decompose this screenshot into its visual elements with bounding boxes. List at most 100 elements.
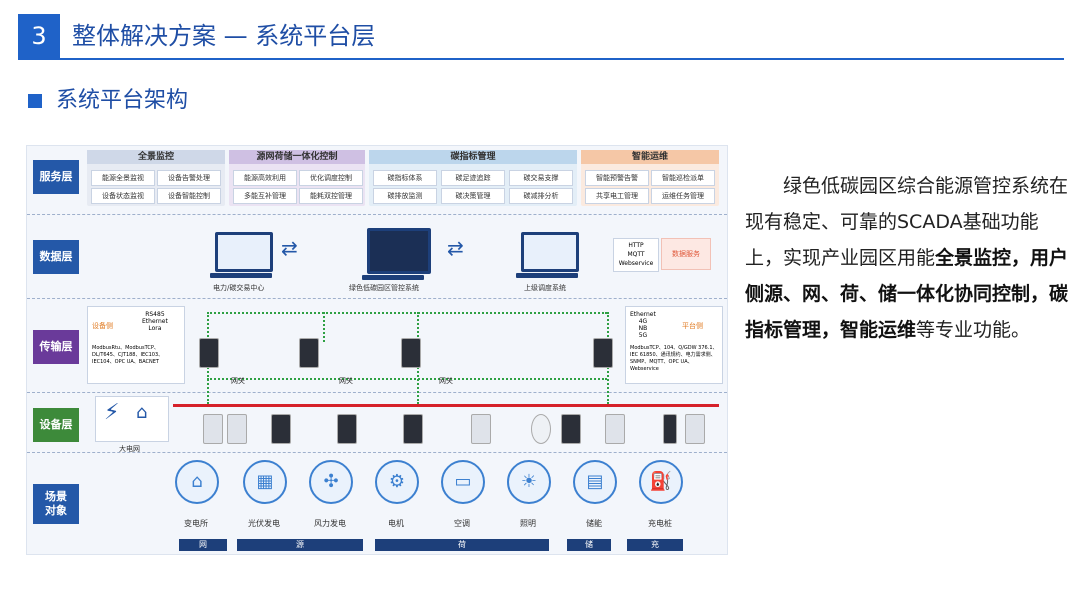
scene-label: 空调 xyxy=(454,519,470,528)
service-item: 运维任务管理 xyxy=(651,188,715,204)
computer-icon xyxy=(210,232,273,278)
service-item: 碳指标体系 xyxy=(373,170,437,186)
service-group-title: 全景监控 xyxy=(87,150,225,164)
protocol-label: Ethernet xyxy=(630,311,656,318)
protocol-label: MQTT xyxy=(627,251,645,258)
service-item: 优化调度控制 xyxy=(299,170,363,186)
service-item: 智能巡检派单 xyxy=(651,170,715,186)
meter-icon xyxy=(337,414,357,444)
double-arrow-icon: ⇄ xyxy=(281,236,298,260)
data-service-box: 数据服务 xyxy=(661,238,711,270)
platform-side-protocol-list: ModbusTCP、104、Q/GDW 376.1、IEC 61850、通讯规约… xyxy=(630,345,718,372)
service-item: 能耗双控管理 xyxy=(299,188,363,204)
power-tower-icon: ⚡ xyxy=(104,400,120,425)
service-item: 碳决策管理 xyxy=(441,188,505,204)
category-bar: 荷 xyxy=(375,539,549,551)
scene-label: 电机 xyxy=(388,519,404,528)
protocol-label: 5G xyxy=(638,332,648,339)
scene-label: 储能 xyxy=(586,519,602,528)
scene-label: 充电桩 xyxy=(648,519,672,528)
meter-icon xyxy=(403,414,423,444)
lightbulb-icon: ☀ xyxy=(507,460,551,504)
paragraph-bold-text: 全景监控，用户侧源、网、荷、储一体化协同控制，碳指标管理，智能运维 xyxy=(745,247,1069,341)
meter-icon xyxy=(605,414,625,444)
meter-icon xyxy=(203,414,223,444)
monitor-icon xyxy=(362,228,431,280)
service-item: 碳减排分析 xyxy=(509,188,573,204)
sensor-icon xyxy=(531,414,551,444)
gateway-label: 网关 xyxy=(231,377,245,385)
device-side-tag: 设备侧 xyxy=(92,322,113,330)
page-title: 整体解决方案 — 系统平台层 xyxy=(72,22,376,50)
service-item: 能源高效利用 xyxy=(233,170,297,186)
computer-icon xyxy=(516,232,579,278)
protocol-label: HTTP xyxy=(628,242,644,249)
device-side-protocol-list: ModbusRtu、ModbusTCP、DL/T645、CJT188、IEC10… xyxy=(92,345,164,365)
platform-side-protocols: Ethernet 4G NB 5G xyxy=(630,311,656,339)
device-side-protocols: RS485 Ethernet Lora xyxy=(142,311,168,332)
layer-label-scene: 场景 对象 xyxy=(33,484,79,524)
protocol-label: 4G xyxy=(638,318,648,325)
double-arrow-icon: ⇄ xyxy=(447,236,464,260)
wind-turbine-icon: ✣ xyxy=(309,460,353,504)
gateway-icon xyxy=(199,338,219,368)
solar-panel-icon: ▦ xyxy=(243,460,287,504)
battery-storage-icon: ▤ xyxy=(573,460,617,504)
service-item: 碳交易支撑 xyxy=(509,170,573,186)
service-group-carbon: 碳指标管理 碳指标体系 碳足迹追踪 碳交易支撑 碳排放监测 碳决策管理 碳减排分… xyxy=(369,150,577,206)
gateway-label: 网关 xyxy=(439,377,453,385)
protocol-label: Webservice xyxy=(618,260,654,267)
platform-side-protocol-box: Ethernet 4G NB 5G 平台侧 ModbusTCP、104、Q/GD… xyxy=(625,306,723,384)
layer-divider xyxy=(27,392,727,393)
charging-pile-icon: ⛽ xyxy=(639,460,683,504)
scene-label: 风力发电 xyxy=(314,519,346,528)
meter-icon xyxy=(271,414,291,444)
meter-icon xyxy=(685,414,705,444)
service-item: 设备告警处理 xyxy=(157,170,221,186)
network-link xyxy=(207,312,607,314)
service-item: 碳足迹追踪 xyxy=(441,170,505,186)
section-title: 系统平台架构 xyxy=(56,88,189,113)
gateway-icon xyxy=(299,338,319,368)
category-bar: 储 xyxy=(567,539,611,551)
category-bar: 网 xyxy=(179,539,227,551)
protocol-label: Lora xyxy=(148,325,162,332)
header-divider xyxy=(18,58,1064,60)
service-item: 设备智能控制 xyxy=(157,188,221,204)
motor-icon: ⚙ xyxy=(375,460,419,504)
service-group-title: 智能运维 xyxy=(581,150,719,164)
platform-side-tag: 平台侧 xyxy=(682,322,703,330)
service-group-control: 源网荷储一体化控制 能源高效利用 优化调度控制 多能互补管理 能耗双控管理 xyxy=(229,150,365,206)
scene-label: 变电所 xyxy=(184,519,208,528)
air-conditioner-icon: ▭ xyxy=(441,460,485,504)
service-item: 碳排放监测 xyxy=(373,188,437,204)
layer-divider xyxy=(27,298,727,299)
layer-label-service: 服务层 xyxy=(33,160,79,194)
description-paragraph: 绿色低碳园区综合能源管控系统在现有稳定、可靠的SCADA基础功能上，实现产业园区… xyxy=(745,168,1071,348)
data-right-label: 上级调度系统 xyxy=(524,284,566,292)
bullet-square-icon xyxy=(28,94,42,108)
service-item: 多能互补管理 xyxy=(233,188,297,204)
service-group-maintenance: 智能运维 智能预警告警 智能巡检派单 共享电工管理 运维任务管理 xyxy=(581,150,719,206)
category-bar: 源 xyxy=(237,539,363,551)
layer-divider xyxy=(27,452,727,453)
data-left-label: 电力/碳交易中心 xyxy=(213,284,265,292)
architecture-diagram: 服务层 数据层 传输层 设备层 场景 对象 全景监控 能源全景监视 设备告警处理… xyxy=(26,145,728,555)
network-link xyxy=(207,378,607,380)
category-bar: 充 xyxy=(627,539,683,551)
meter-icon xyxy=(663,414,677,444)
service-item: 设备状态监视 xyxy=(91,188,155,204)
meter-icon xyxy=(471,414,491,444)
scene-label: 照明 xyxy=(520,519,536,528)
layer-label-transport: 传输层 xyxy=(33,330,79,364)
grid-box: ⚡ ⌂ xyxy=(95,396,169,442)
grid-label: 大电网 xyxy=(119,445,140,453)
protocol-label: RS485 xyxy=(145,311,165,318)
layer-label-device: 设备层 xyxy=(33,408,79,442)
service-item: 共享电工管理 xyxy=(585,188,649,204)
protocol-label: Ethernet xyxy=(142,318,168,325)
gateway-icon xyxy=(401,338,421,368)
meter-icon xyxy=(227,414,247,444)
power-bus-line xyxy=(173,404,719,407)
paragraph-text: 绿色低碳园区综合能源管控系统在现有稳定、可靠的SCADA基础功能上，实现产业园区… xyxy=(745,175,1069,269)
